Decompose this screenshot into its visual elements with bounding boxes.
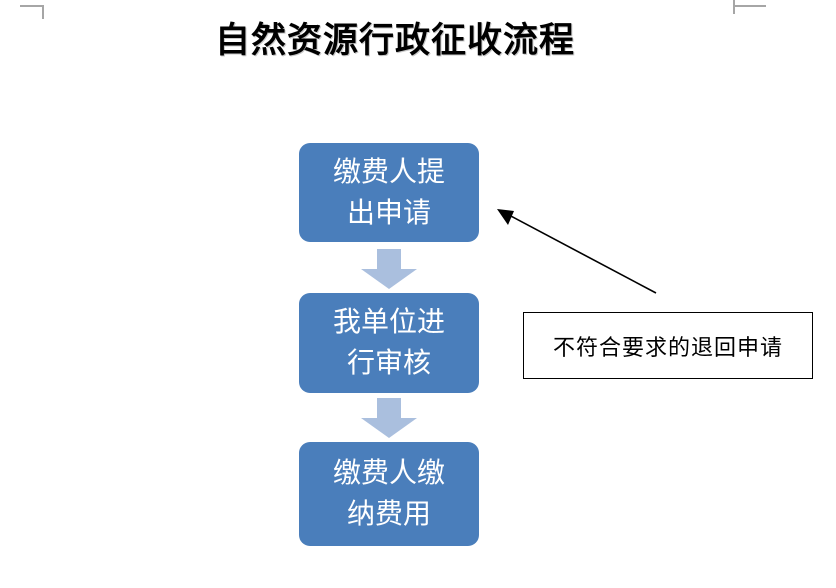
reject-arrow (490, 200, 670, 305)
page-title: 自然资源行政征收流程 (214, 21, 575, 60)
annotation-box-reject[interactable]: 不符合要求的退回申请 (523, 312, 813, 379)
annotation-box-reject-label: 不符合要求的退回申请 (552, 334, 783, 360)
connector-arrow-review-to-pay (361, 398, 417, 438)
reject-arrow-icon (497, 209, 657, 294)
process-box-pay[interactable]: 缴费人缴 纳费用 (299, 442, 479, 546)
process-box-pay-label: 缴费人缴 纳费用 (332, 458, 445, 530)
crop-mark-top-left-icon (20, 5, 44, 19)
process-box-apply-label: 缴费人提 出申请 (332, 156, 445, 229)
down-block-arrow-icon (361, 398, 417, 438)
process-box-review[interactable]: 我单位进 行审核 (299, 293, 479, 393)
process-box-apply[interactable]: 缴费人提 出申请 (299, 143, 479, 242)
down-block-arrow-icon (361, 249, 417, 289)
process-box-review-label: 我单位进 行审核 (332, 307, 445, 379)
crop-mark-top-right-icon (733, 0, 766, 19)
connector-arrow-apply-to-review (361, 249, 417, 289)
